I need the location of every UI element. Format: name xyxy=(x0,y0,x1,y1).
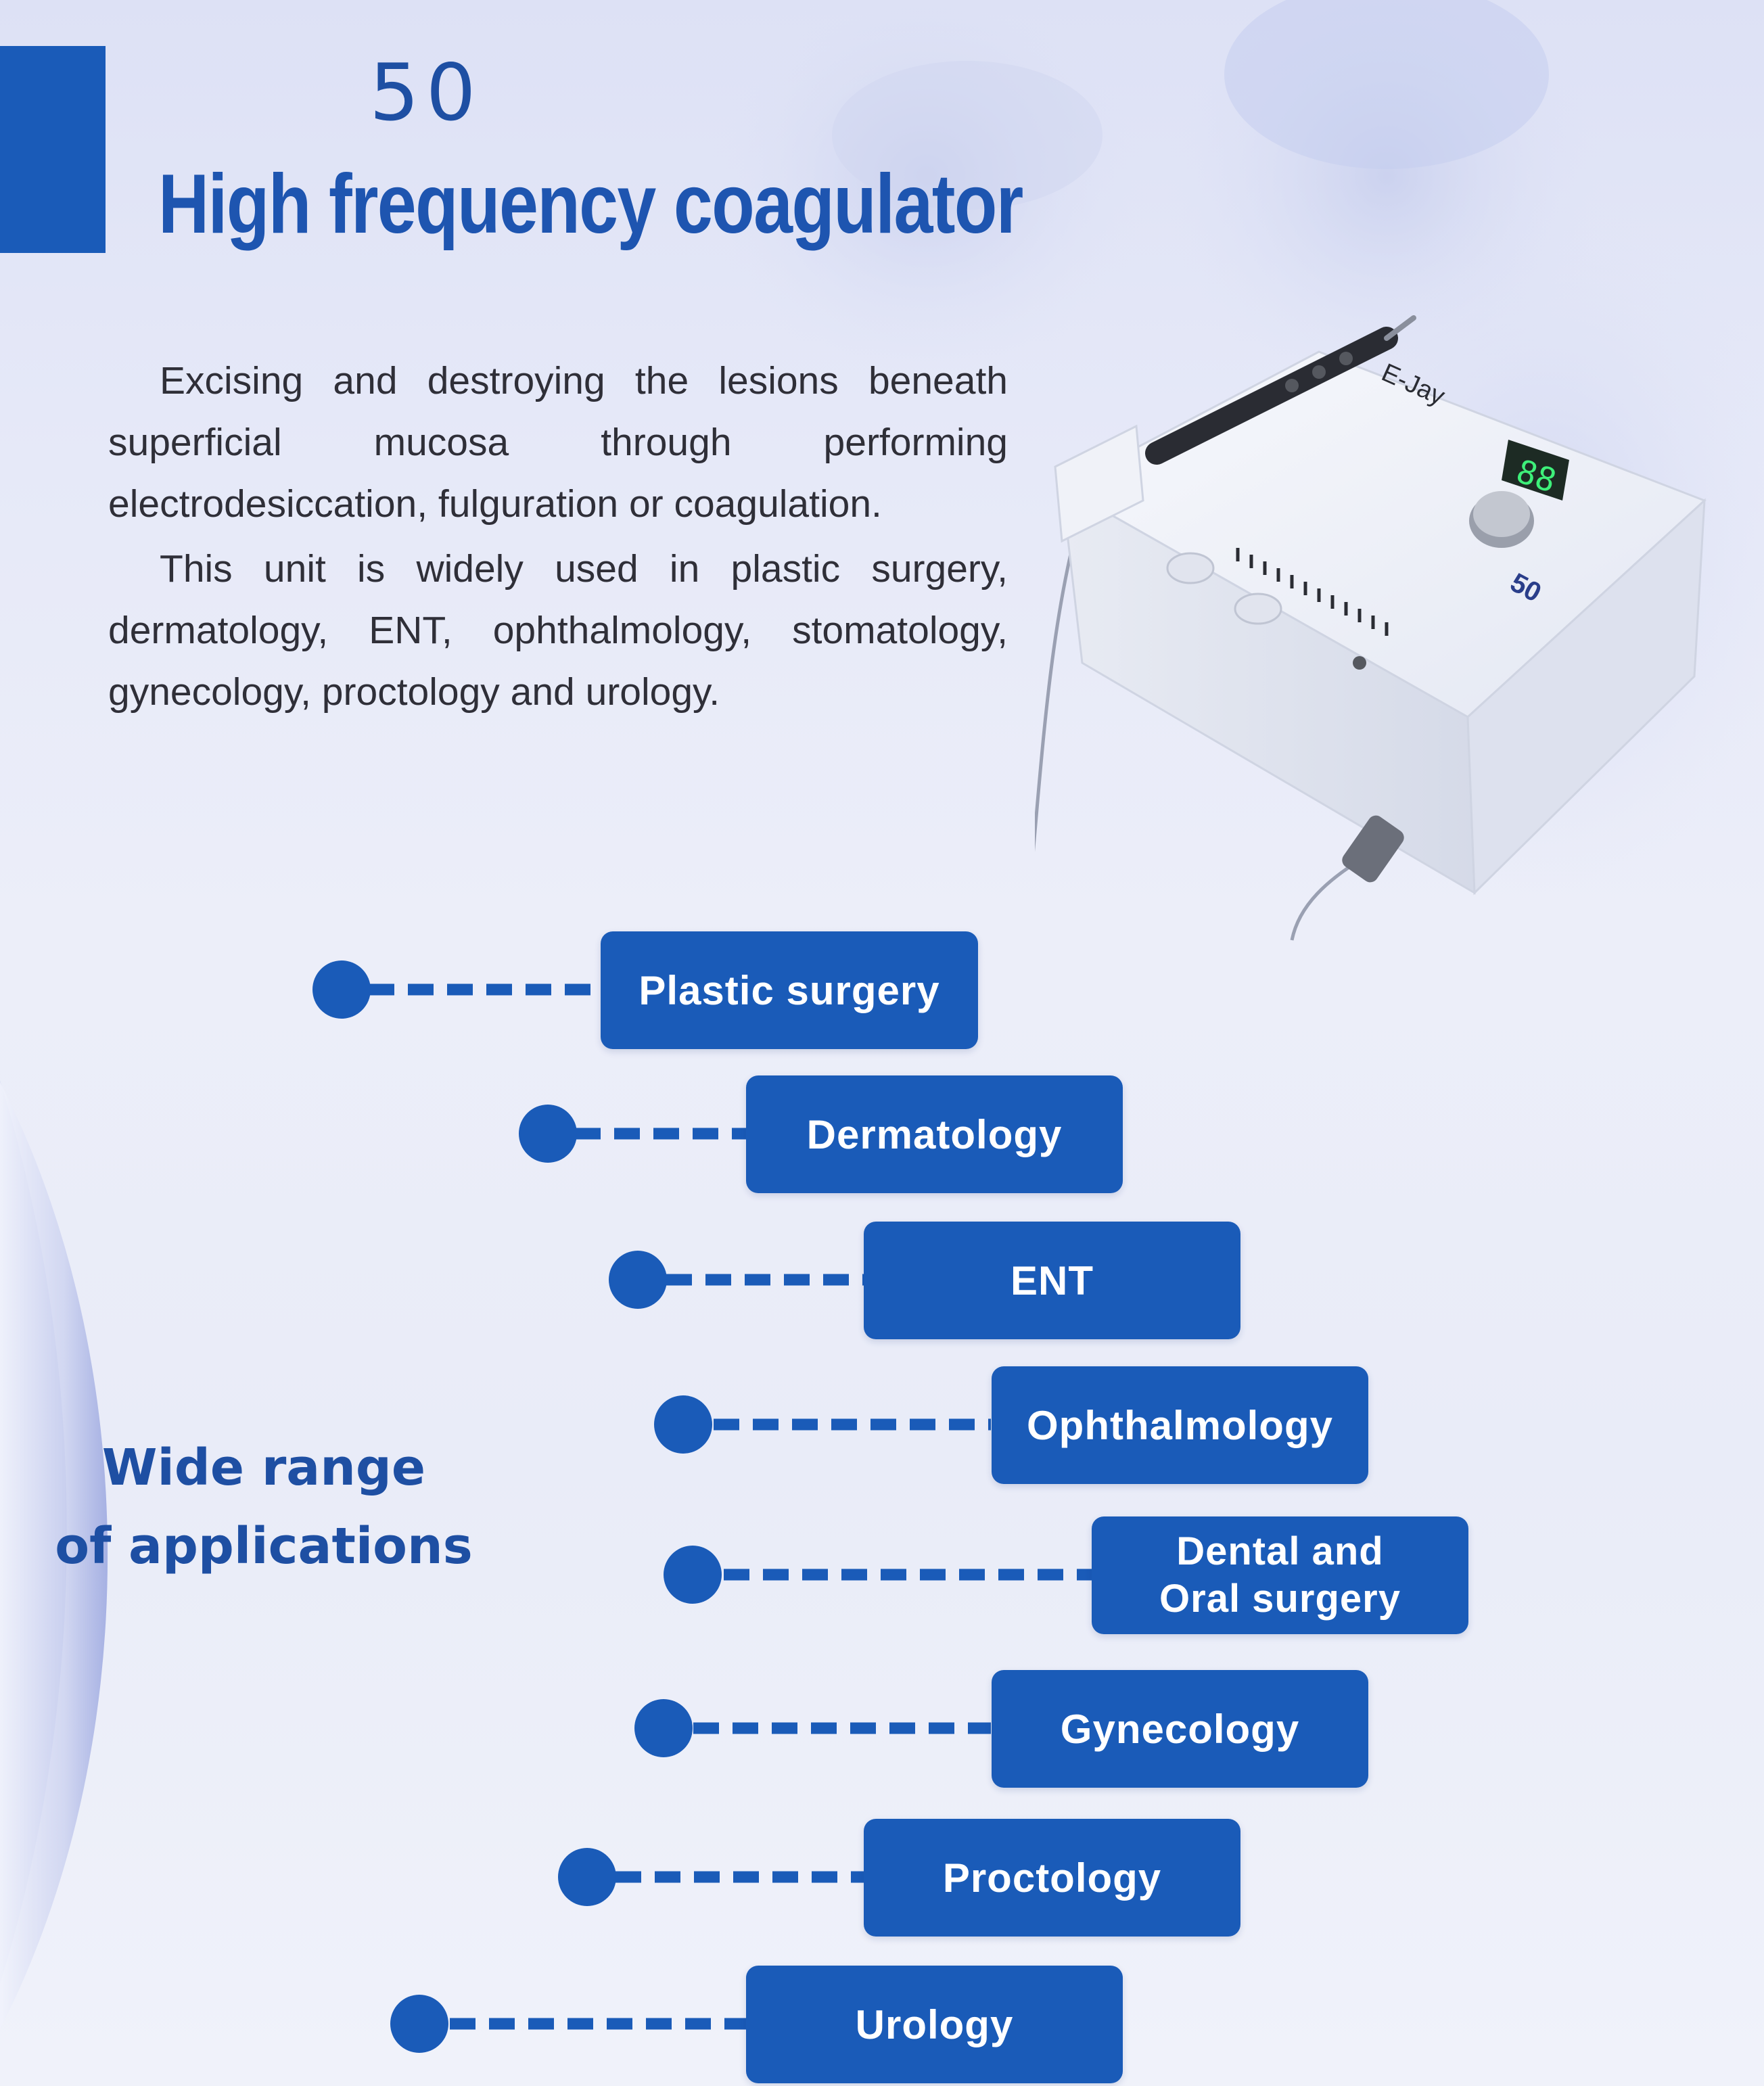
device-image: 88 E-Jay 50 xyxy=(1035,315,1707,941)
application-gynecology: Gynecology xyxy=(992,1670,1368,1788)
connector-dot xyxy=(312,960,371,1019)
connector-dot xyxy=(558,1848,616,1906)
description-paragraph-2: This unit is widely used in plastic surg… xyxy=(108,538,1008,723)
applications-heading: Wide range of applications xyxy=(55,1439,473,1575)
application-ent: ENT xyxy=(864,1222,1240,1339)
connector-dot xyxy=(390,1995,448,2053)
application-urology: Urology xyxy=(746,1966,1123,2083)
application-plastic-surgery: Plastic surgery xyxy=(601,931,978,1049)
application-ophthalmology: Ophthalmology xyxy=(992,1366,1368,1484)
application-dental-oral-surgery: Dental and Oral surgery xyxy=(1092,1516,1468,1634)
model-number: 50 xyxy=(369,47,483,139)
connector-dot xyxy=(654,1395,712,1454)
connector-dot xyxy=(634,1699,693,1757)
accent-block xyxy=(0,46,106,253)
connector-dot xyxy=(664,1546,722,1604)
application-dermatology: Dermatology xyxy=(746,1075,1123,1193)
description-text-2: This unit is widely used in plastic surg… xyxy=(108,547,1008,714)
description-text-1: Excising and destroying the lesions bene… xyxy=(108,359,1008,526)
application-proctology: Proctology xyxy=(864,1819,1240,1937)
description-paragraph-1: Excising and destroying the lesions bene… xyxy=(108,350,1008,535)
connector-dot xyxy=(609,1251,667,1309)
connector-dot xyxy=(519,1105,577,1163)
